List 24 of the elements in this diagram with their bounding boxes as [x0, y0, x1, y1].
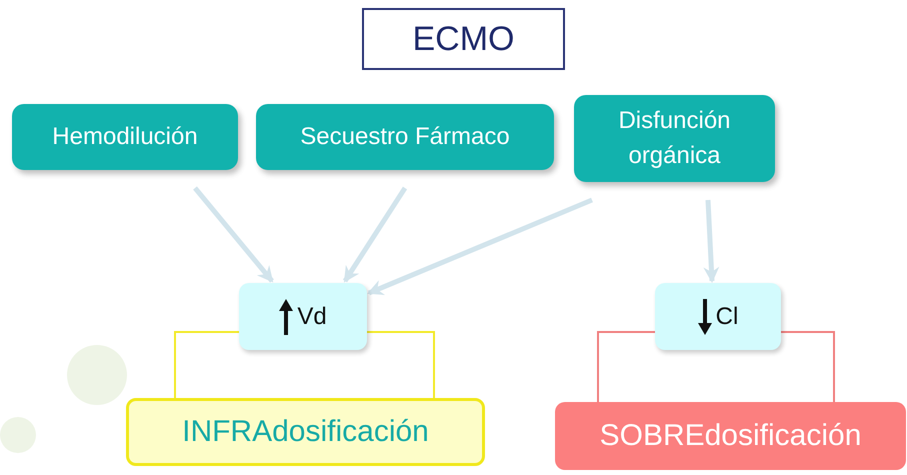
cause-box [574, 95, 775, 182]
arrow [342, 186, 408, 283]
arrow [703, 200, 720, 283]
node-label: SOBREdosificación [600, 419, 862, 453]
connector-line [597, 331, 655, 402]
node-label: Secuestro Fármaco [300, 123, 510, 151]
title-box [362, 8, 565, 70]
node-label: Hemodilución [52, 123, 198, 151]
arrow [367, 198, 593, 296]
node-label: ECMO [412, 20, 514, 58]
effect-box [655, 283, 781, 350]
connector-line [781, 331, 835, 402]
effect-box [239, 283, 367, 350]
connector-line [174, 331, 239, 398]
outcome-box [126, 398, 485, 466]
connector-line [367, 331, 435, 398]
node-label: Disfunción orgánica [617, 106, 732, 170]
cause-box [12, 104, 238, 170]
node-label: Vd [297, 302, 327, 330]
outcome-box [555, 402, 906, 470]
node-label: INFRAdosificación [182, 415, 429, 449]
arrow [193, 186, 274, 283]
node-label: Cl [716, 302, 738, 330]
cause-box [256, 104, 554, 170]
